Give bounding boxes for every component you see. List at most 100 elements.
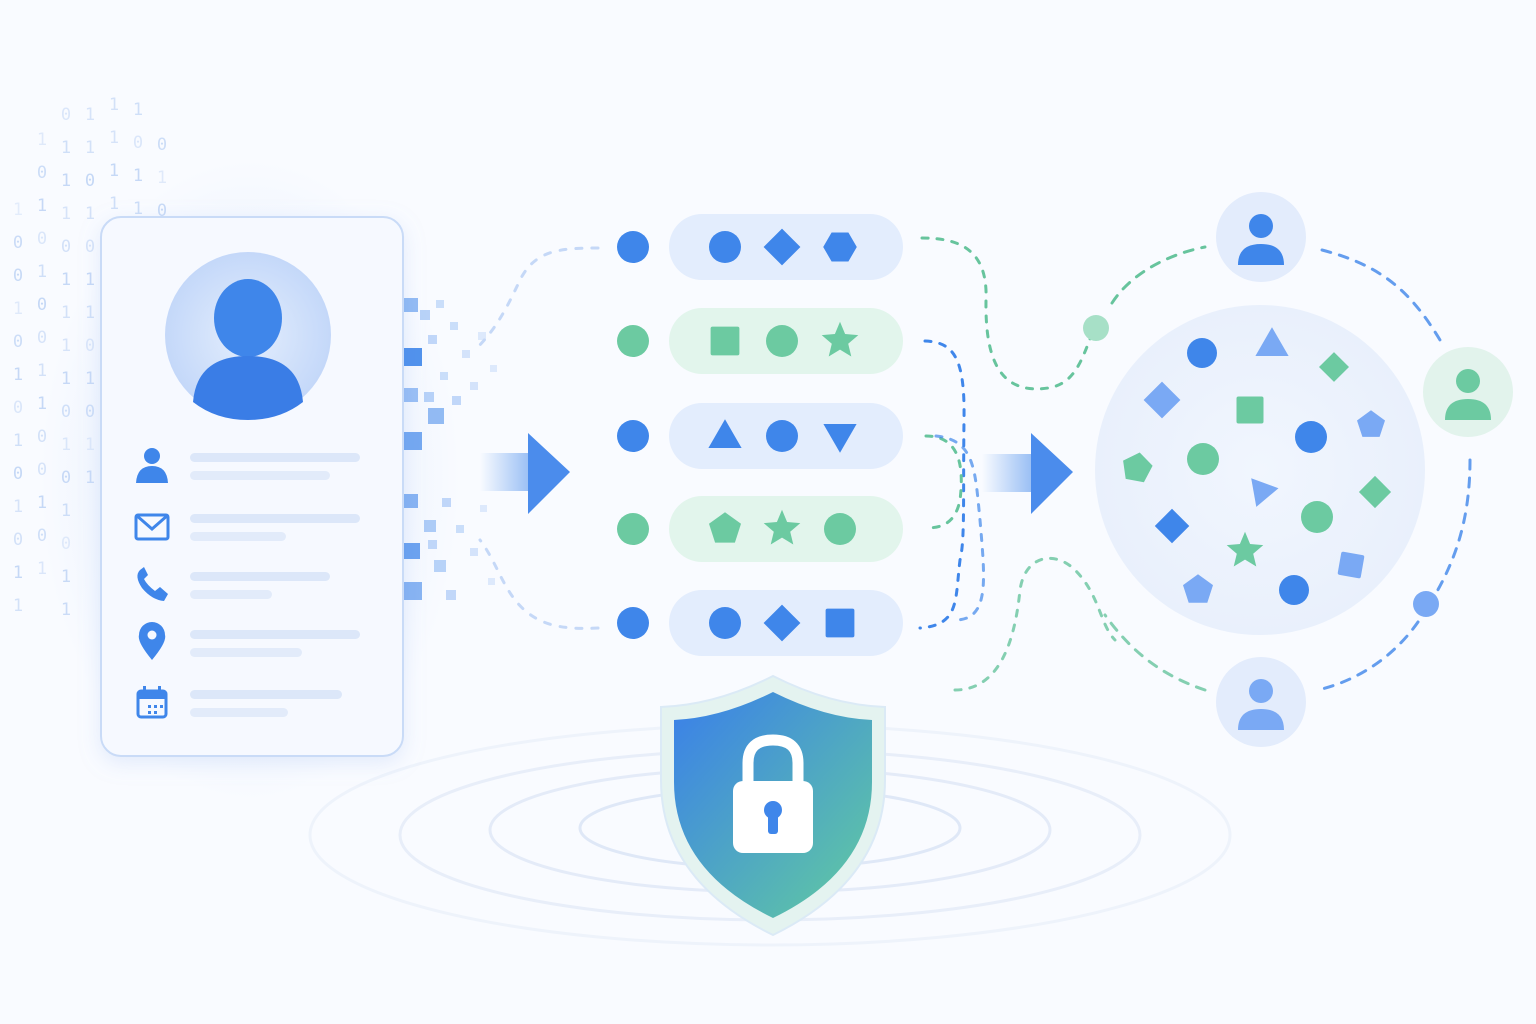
arrow-right-icon [982,433,1073,514]
pentagon-shape [1123,452,1153,483]
pixel-square [490,365,497,372]
binary-digit: 0 [61,237,71,257]
star-shape [763,509,801,545]
padlock-icon [733,734,813,853]
redacted-line [190,514,360,523]
binary-digit: 1 [85,204,95,224]
binary-digit: 1 [13,431,23,451]
pixel-square [404,432,422,450]
pixel-square [470,548,478,556]
pixel-square [404,494,418,508]
avatar-bottom [1216,657,1306,747]
binary-digit: 1 [85,138,95,158]
mail-icon [134,513,170,541]
diamond-shape [1358,475,1392,509]
pixel-square [428,335,437,344]
pixel-square [452,396,461,405]
redacted-line [190,532,286,541]
triangle-shape [1251,478,1279,507]
pentagon-shape [1183,574,1213,603]
redacted-line [190,630,360,639]
row-marker [617,231,649,263]
pixel-square [488,578,495,585]
token-row [617,403,903,469]
triangle-shape [1255,327,1289,356]
pixel-square [462,350,470,358]
token-row [617,496,903,562]
pixel-square [424,392,434,402]
circle-shape [709,231,741,263]
binary-digit: 1 [61,204,71,224]
binary-digit: 1 [61,270,71,290]
user-icon [136,448,168,483]
binary-digit: 0 [37,526,47,546]
pixel-square [404,582,422,600]
binary-digit: 0 [85,237,95,257]
binary-digit: 1 [13,200,23,220]
row-marker [617,325,649,357]
redacted-line [190,708,288,717]
calendar-icon [136,686,168,719]
orbit-lines [1103,245,1472,692]
square-shape [1337,551,1365,579]
diamond-shape [1143,381,1181,419]
diamond-shape [1154,508,1190,544]
binary-digit: 1 [85,105,95,125]
orbit-node-blue [1413,591,1439,617]
binary-digit: 1 [37,559,47,579]
redacted-line [190,572,330,581]
user-icon [1249,679,1273,703]
pentagon-shape [1357,410,1385,437]
binary-digit: 1 [109,161,119,181]
binary-digit: 1 [13,596,23,616]
square-shape [710,326,740,356]
star-shape [821,321,859,357]
pixel-square [456,525,464,533]
anonymized-cluster [1095,305,1425,635]
binary-digit: 1 [109,194,119,214]
binary-digit: 0 [13,233,23,253]
token-row [617,214,903,280]
binary-digit: 0 [37,163,47,183]
binary-digit: 0 [13,332,23,352]
pentagon-shape [709,512,741,543]
pixel-square [446,590,456,600]
anonymous-users [1216,192,1513,747]
redacted-line [190,648,302,657]
circle-shape [824,513,856,545]
row-marker [617,513,649,545]
hexagon-shape [823,232,857,262]
circle-shape [1187,443,1219,475]
diamond-shape [763,228,801,266]
binary-digit: 1 [37,262,47,282]
arrow-right-icon [480,433,570,514]
circle-shape [709,607,741,639]
binary-digit: 0 [37,295,47,315]
binary-digit: 1 [61,303,71,323]
pixel-square [404,298,418,312]
binary-digit: 0 [61,105,71,125]
phone-icon [137,567,168,601]
binary-digit: 1 [133,166,143,186]
redacted-line [190,690,342,699]
triangle-shape [708,419,742,448]
binary-digit: 1 [37,394,47,414]
binary-digit: 1 [13,365,23,385]
token-row [617,308,903,374]
pixel-square [404,388,418,402]
pixel-square [436,300,444,308]
orbit-node-green [1083,315,1109,341]
pixel-square [480,505,487,512]
binary-digit: 0 [37,229,47,249]
location-pin-icon [138,622,166,660]
square-shape [1236,396,1264,424]
user-icon [1249,214,1273,238]
binary-digit: 0 [37,328,47,348]
pixel-square [404,348,422,366]
binary-digit: 1 [37,361,47,381]
circle-shape [1301,501,1333,533]
avatar-top [1216,192,1306,282]
binary-digit: 0 [13,266,23,286]
binary-digit: 1 [13,563,23,583]
